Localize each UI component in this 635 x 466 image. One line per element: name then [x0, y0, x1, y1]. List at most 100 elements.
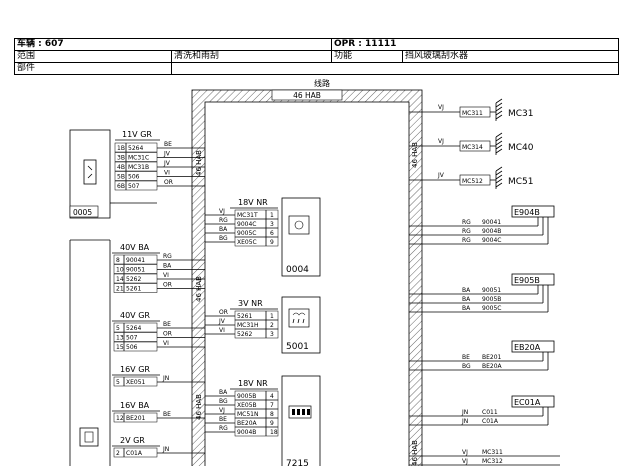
connector-label: 40V BA [120, 243, 150, 252]
wire-number: 506 [126, 344, 138, 351]
left-bus-label-1: 46 HAB [195, 150, 203, 176]
pin-cell [113, 322, 158, 333]
wire-number: BE20A [237, 420, 258, 427]
wire-number: 507 [128, 183, 140, 190]
pin-cell [113, 264, 158, 274]
wire-color: JN [461, 409, 468, 416]
wire-color: RG [462, 219, 471, 226]
component-id: 0004 [286, 265, 309, 275]
wire-number: 9004C [237, 221, 256, 228]
pin-number: 1 [270, 212, 274, 219]
wire-number: C011 [482, 409, 498, 416]
wire-number: 9004B [482, 228, 501, 235]
wire-number: BE201 [482, 354, 502, 361]
wire-color: VI [163, 272, 169, 279]
pin-number: 9 [270, 420, 274, 427]
splice-box [511, 205, 555, 218]
wire-number: 507 [126, 335, 138, 342]
ground-hatch [495, 106, 503, 112]
wire-color: JN [461, 418, 468, 425]
pin-number: 10 [116, 267, 124, 274]
wire-number: 5262 [126, 276, 141, 283]
wire-number: MC31B [128, 164, 149, 171]
pin-number: 6B [117, 183, 125, 190]
wire-color: VJ [219, 208, 225, 215]
splice-id: EB20A [514, 343, 541, 352]
wire-color: JN [162, 375, 169, 382]
part-label: 部件 [14, 62, 172, 75]
ground-hatch [495, 110, 503, 116]
pin-cell [114, 180, 158, 191]
component-box [281, 375, 321, 466]
gauge-icon [288, 215, 310, 235]
wire-number: 9005C [237, 230, 256, 237]
pin-number: 12 [116, 415, 124, 422]
pin-number: 2 [270, 322, 274, 329]
wire-color: RG [219, 217, 228, 224]
display-digit-icon [297, 409, 300, 415]
splice-box [511, 340, 555, 353]
gauge-icon-dial [294, 220, 304, 230]
wire-number: BE201 [126, 415, 146, 422]
wire-number: 9005B [237, 393, 256, 400]
ground-wire-number: MC512 [462, 178, 483, 185]
ground-hatch [495, 148, 503, 154]
wire-number: 90051 [126, 267, 145, 274]
pin-number: 9 [270, 239, 274, 246]
wire-color: BA [219, 226, 228, 233]
pin-cell [234, 426, 279, 437]
pin-number: 13 [116, 335, 124, 342]
ground-wire-number: MC311 [462, 110, 483, 117]
wire-color: VJ [462, 449, 468, 456]
pin-cell [114, 161, 158, 172]
wire-color: BA [462, 305, 471, 312]
wire-number: 90041 [482, 219, 501, 226]
wire-color: VJ [438, 104, 444, 111]
wire-color: JN [162, 446, 169, 453]
display-digit-icon [292, 409, 295, 415]
wire-color: BA [462, 296, 471, 303]
splice-box [511, 395, 555, 408]
pin-cell [113, 283, 158, 293]
display-digit-icon [302, 409, 305, 415]
ground-hatch [495, 182, 503, 188]
pin-number: 5 [116, 379, 120, 386]
component-0005-id-box [69, 205, 99, 218]
pin-number: 7 [270, 402, 274, 409]
splice-id: E904B [514, 208, 540, 217]
splice-id: EC01A [514, 398, 541, 407]
wire-number: BE20A [482, 363, 503, 370]
pin-number: 4 [270, 393, 274, 400]
pin-cell [114, 171, 158, 181]
left-bus-label-2: 46 HAB [195, 276, 203, 302]
wire-number: 9005B [482, 296, 501, 303]
part-value [170, 62, 620, 75]
wire-number: MC312 [482, 458, 503, 465]
display-digit-icon [307, 409, 310, 415]
rain-drop-icon [302, 318, 305, 324]
pin-number: 1B [117, 145, 125, 152]
wire-color: BA [219, 389, 228, 396]
wire-color: VJ [219, 407, 225, 414]
ground-hatch [495, 136, 503, 142]
wire-color: BG [462, 363, 471, 370]
pin-number: 14 [116, 276, 124, 283]
wire-number: MC311 [482, 449, 503, 456]
wire-color: OR [164, 179, 173, 186]
display-icon [288, 405, 312, 419]
wire-number: C01A [126, 450, 143, 457]
connector-label-11v-gr: 11V GR [122, 130, 152, 139]
pin-number: 15 [116, 344, 124, 351]
wire-color: BG [219, 398, 228, 405]
wire-color: VJ [438, 138, 444, 145]
wire-color: JV [437, 172, 445, 179]
connector-label: 2V GR [120, 436, 145, 445]
rain-drop-icon [297, 318, 300, 324]
wire-number: C01A [482, 418, 499, 425]
ground-hatch [495, 114, 503, 120]
ground-hatch [495, 144, 503, 150]
right-bus-label-2: 46 HAB [411, 440, 419, 466]
